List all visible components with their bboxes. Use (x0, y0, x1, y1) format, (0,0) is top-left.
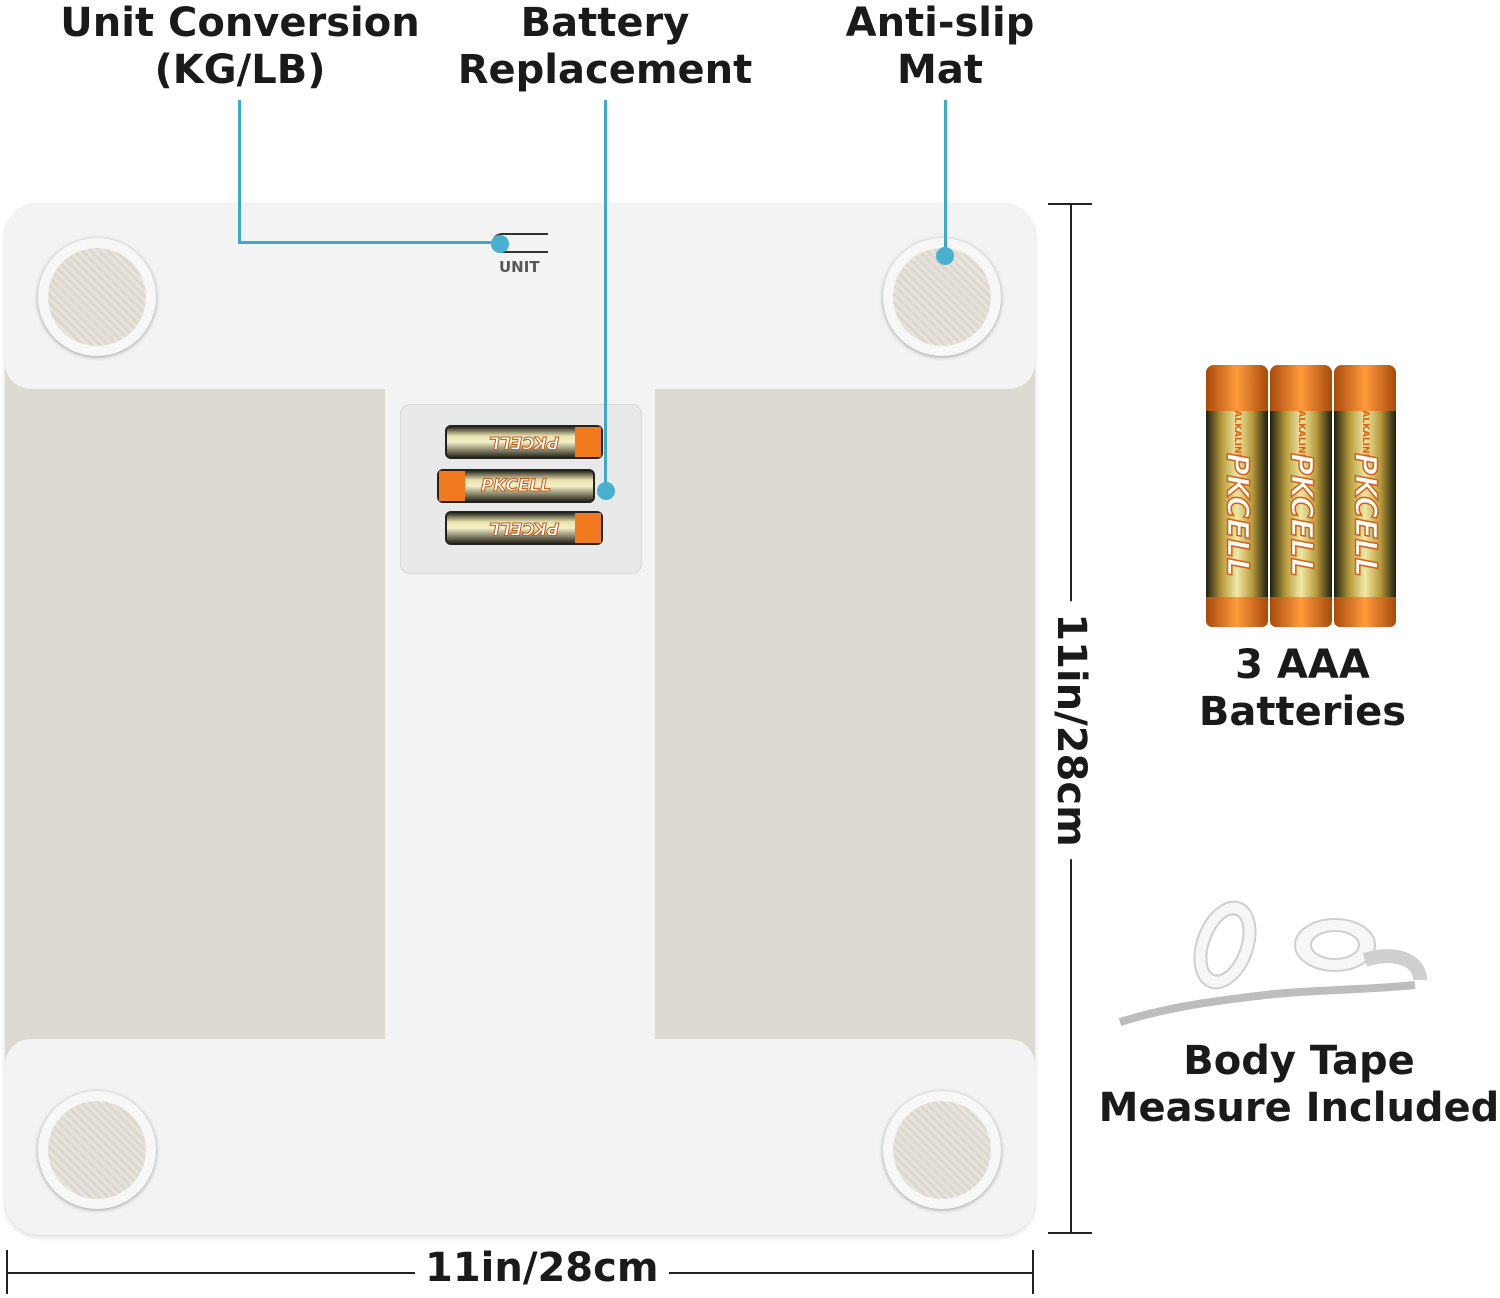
width-dimension-label: 11in/28cm (415, 1245, 669, 1291)
callout-text: (KG/LB) (154, 47, 326, 93)
callout-anti-slip-mat: Anti-slip Mat (840, 0, 1040, 94)
bottom-band (5, 1039, 1035, 1235)
anti-slip-foot (38, 238, 156, 356)
dimension-tick (1048, 1232, 1092, 1234)
callout-text: Replacement (457, 47, 753, 93)
callout-unit-conversion: Unit Conversion (KG/LB) (60, 0, 420, 94)
dimension-tick (1048, 203, 1092, 205)
callout-dot (491, 235, 509, 253)
batteries-caption: 3 AAA Batteries (1170, 642, 1435, 736)
callout-text: Unit Conversion (60, 0, 420, 46)
callout-text: Anti-slip (845, 0, 1035, 46)
caption-text: Batteries (1198, 689, 1407, 735)
unit-label: UNIT (499, 258, 540, 276)
callout-line (944, 100, 947, 252)
anti-slip-foot (883, 1091, 1001, 1209)
battery: PKCELL (437, 469, 595, 503)
dimension-tick (1032, 1250, 1034, 1294)
callout-line (238, 241, 500, 244)
callout-battery-replacement: Battery Replacement (455, 0, 755, 94)
callout-dot (597, 482, 615, 500)
battery: PKCELL (445, 511, 603, 545)
callout-dot (936, 247, 954, 265)
callout-text: Mat (897, 47, 983, 93)
battery: PKCELL (445, 425, 603, 459)
callout-line (238, 100, 241, 243)
tape-measure-caption: Body Tape Measure Included (1098, 1038, 1500, 1132)
callout-line (604, 100, 607, 490)
scale-bottom-view: UNIT PKCELL PKCELL PKCELL (5, 203, 1035, 1235)
caption-text: Body Tape (1183, 1038, 1415, 1084)
callout-text: Battery (520, 0, 690, 46)
height-dimension-label: 11in/28cm (1048, 601, 1094, 859)
anti-slip-foot (38, 1091, 156, 1209)
tape-measure-image (1118, 900, 1427, 1026)
dimension-tick (6, 1250, 8, 1294)
caption-text: Measure Included (1098, 1085, 1500, 1131)
caption-text: 3 AAA (1235, 642, 1370, 688)
